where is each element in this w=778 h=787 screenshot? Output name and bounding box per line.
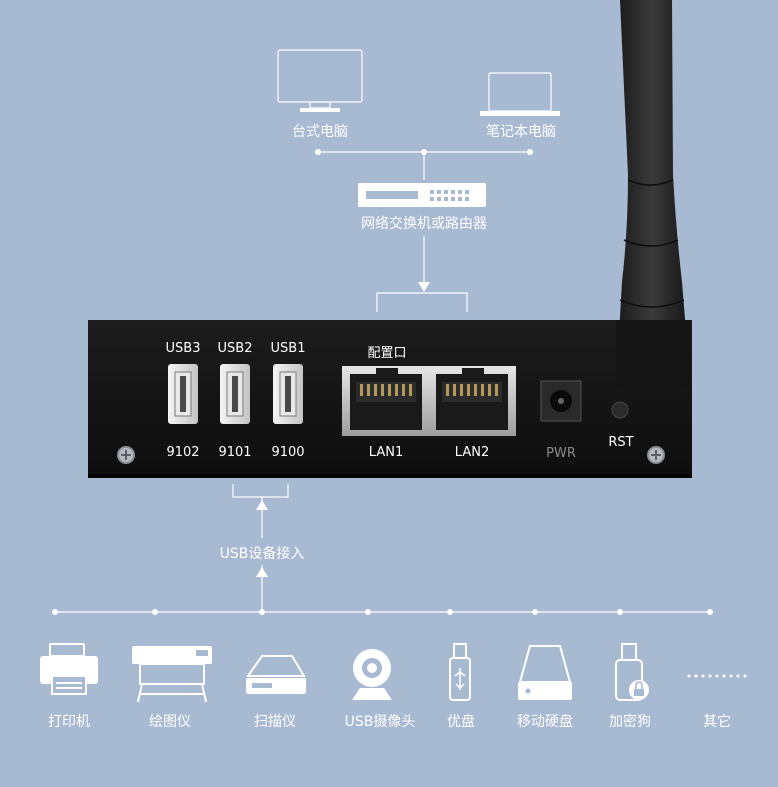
desktop-icon [277, 49, 363, 112]
usb-port-1 [273, 364, 303, 424]
peripheral-label-portable-hdd: 移动硬盘 [517, 714, 573, 730]
peripheral-label-webcam: USB摄像头 [344, 714, 416, 730]
dongle-icon [615, 643, 649, 701]
peripheral-label-plotter: 绘图仪 [149, 714, 191, 730]
rst-label: RST [608, 435, 634, 450]
lan1-label: LAN1 [368, 445, 404, 460]
webcam-icon [352, 649, 392, 700]
lan-port-2 [436, 368, 508, 430]
screw-left [117, 446, 135, 464]
peripheral-label-scanner: 扫描仪 [254, 714, 296, 730]
lan2-label: LAN2 [454, 445, 490, 460]
scanner-icon [246, 655, 306, 694]
usb-access-label: USB设备接入 [219, 546, 305, 562]
lan-port-1 [350, 368, 422, 430]
reset-button [611, 401, 629, 419]
screw-right [647, 446, 665, 464]
usb2-label: USB2 [217, 341, 253, 356]
usb1-port-number: 9100 [271, 445, 305, 460]
switch-label: 网络交换机或路由器 [361, 216, 487, 232]
portable-hdd-icon [518, 645, 572, 700]
usb1-label: USB1 [270, 341, 306, 356]
laptop-label: 笔记本电脑 [486, 124, 556, 140]
plotter-icon [132, 646, 212, 703]
peripheral-label-dongle: 加密狗 [609, 714, 651, 730]
usb2-port-number: 9101 [218, 445, 252, 460]
peripheral-label-usb-drive: 优盘 [447, 714, 475, 730]
more-dots-icon [687, 674, 747, 678]
config-port-label: 配置口 [367, 346, 407, 361]
printer-icon [40, 643, 98, 695]
desktop-label: 台式电脑 [292, 124, 348, 140]
laptop-icon [480, 72, 560, 116]
power-jack [540, 380, 582, 422]
pwr-label: PWR [546, 446, 576, 461]
switch-icon [358, 183, 486, 207]
usb-drive-icon [449, 643, 471, 701]
usb3-label: USB3 [165, 341, 201, 356]
usb-port-2 [220, 364, 250, 424]
peripheral-label-other: 其它 [703, 714, 731, 730]
usb-port-3 [168, 364, 198, 424]
usb3-port-number: 9102 [166, 445, 200, 460]
peripheral-label-printer: 打印机 [48, 714, 90, 730]
